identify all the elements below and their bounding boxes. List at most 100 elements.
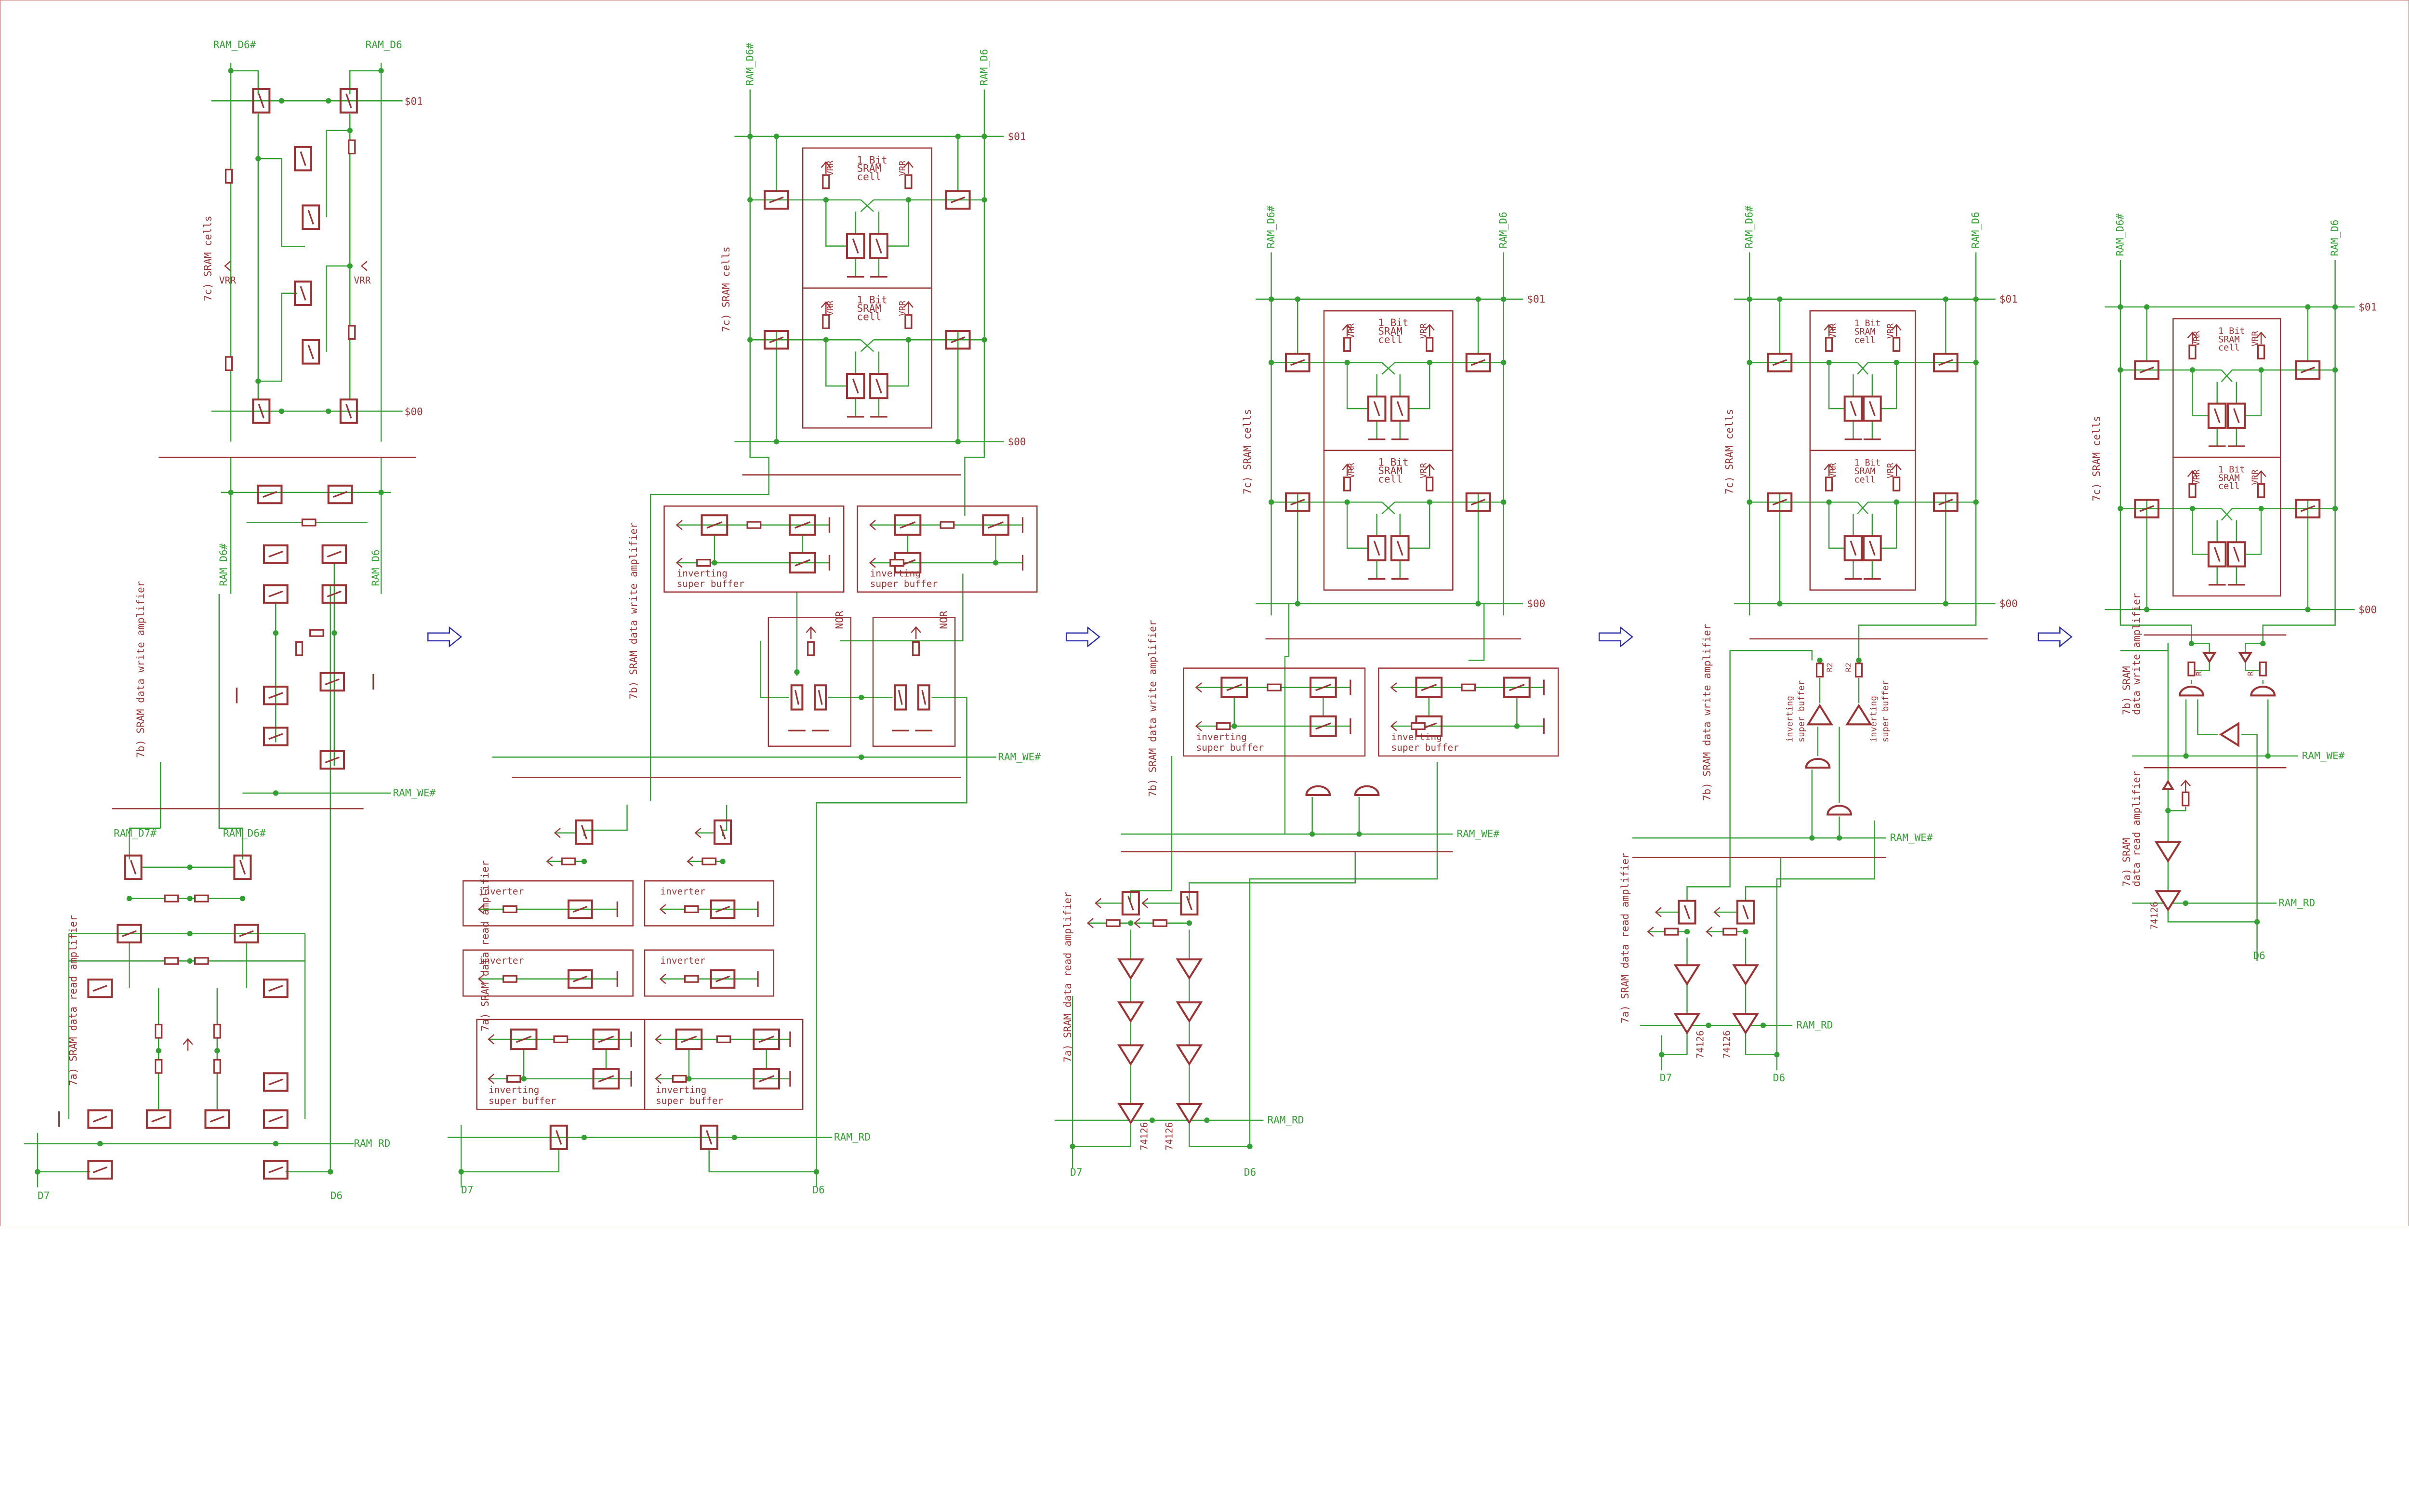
relay-switch [567,969,593,989]
junction-dot [187,930,193,937]
resistor [194,894,209,902]
relay-switch [869,233,888,259]
relay-switch [1863,395,1882,422]
super-buffer-label: super buffer [1880,680,1891,743]
switch-box [753,1068,781,1090]
relay-switch [764,330,789,350]
switch-box [846,372,865,399]
switch-contact [2139,366,2154,373]
vcc-arrow-icon [659,973,666,984]
junction-dot [1475,601,1481,607]
super-buffer-block [1183,667,1366,757]
relay-switch [1310,676,1337,699]
switch-box [567,969,593,989]
junction-dot [1501,359,1507,366]
section-title-read: data read amplifier [2130,771,2142,887]
wire [708,1148,817,1173]
vrr-label: VRR [898,300,908,316]
switch-contact [327,551,342,558]
switch-contact [1772,359,1787,366]
resistor [1105,919,1121,927]
net-label-d6: D6 [812,1183,824,1195]
junction-dot [331,630,337,636]
and-gate-icon [1827,805,1852,816]
junction-dot [2305,607,2311,612]
section-title-write: 7b) SRAM data write amplifier [134,581,146,758]
switch-box [1180,890,1199,915]
switch-contact [1373,401,1380,416]
relay-switch [263,727,289,746]
switch-box [1390,395,1410,422]
switch-contact [258,93,265,108]
relay-switch [2226,541,2246,568]
switch-box [894,514,922,536]
switch-contact [1938,499,1953,506]
relay-switch [302,204,320,230]
switch-contact [2139,505,2154,512]
switch-contact [1290,359,1305,366]
vcc-arrow-icon [488,1074,495,1084]
switch-box [2295,499,2321,518]
switch-box [675,1028,703,1050]
resistor [225,356,233,371]
relay-switch [263,1109,289,1129]
junction-dot [1706,1022,1711,1028]
cell-label: cell [2218,343,2240,353]
switch-box [302,339,320,365]
junction-dot [35,1169,40,1175]
relay-switch [789,514,816,536]
chip-label-74126: 74126 [1695,1030,1706,1059]
cell-label: cell [1378,473,1403,485]
net-label-ram-d6: RAM_D6 [370,549,382,586]
flow-arrow-icon [1599,626,1634,648]
switch-box [257,484,283,504]
address-label-00: $00 [2358,603,2377,615]
resistor [684,905,699,914]
junction-dot [187,864,193,870]
vcc-arrow-icon [1713,907,1721,917]
switch-box [869,233,888,259]
section-title-read: 7a) SRAM data read amplifier [479,860,491,1031]
switch-box [894,684,907,711]
vcc-arrow-icon [655,1034,662,1045]
resistor [1267,683,1282,691]
inverter-label: inverter [660,886,705,897]
switch-contact [325,678,340,685]
switch-contact [268,985,283,992]
switch-box [1415,676,1443,699]
switch-contact [1938,359,1953,366]
wire [1346,362,1368,410]
relay-switch [339,398,358,424]
junction-dot [97,1141,103,1147]
relay-switch [146,1109,172,1129]
junction-dot [773,133,780,139]
relay-switch [675,1028,703,1050]
switch-contact [769,196,784,203]
buffer-gate-icon [1176,1044,1203,1066]
wire [258,158,305,247]
section-title-write: data write amplifier [2130,593,2142,715]
cell-label: 1 Bit [1378,317,1408,329]
junction-dot [747,337,753,343]
net-label-ram-rd: RAM_RD [1796,1019,1833,1031]
wire [2192,508,2209,555]
relay-switch [1367,535,1387,561]
relay-switch [263,544,289,564]
switch-box [263,1072,289,1092]
switch-contact [268,1078,283,1086]
switch-contact [875,378,882,394]
switch-box [263,1109,289,1129]
junction-dot [325,98,331,104]
switch-contact [93,1115,107,1123]
section-title-cells: 7c) SRAM cells [720,247,732,332]
vrr-label: VRR [354,275,371,286]
section-title-cells: 7c) SRAM cells [202,216,214,301]
relay-switch [1843,535,1863,561]
junction-dot [859,694,864,701]
relay-switch [2207,402,2227,429]
switch-contact [715,906,730,913]
resistor [912,641,920,656]
resistor [213,1023,221,1039]
resistor [295,641,303,656]
junction-dot [1743,928,1748,935]
